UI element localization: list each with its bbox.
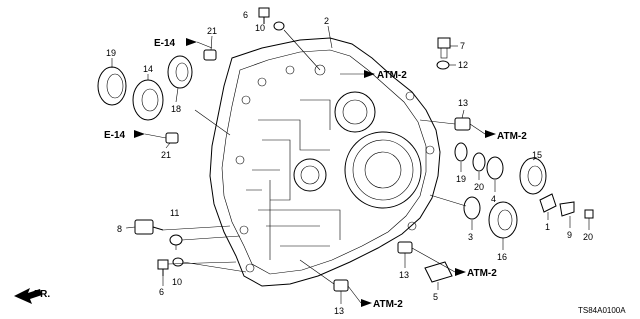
callout-21-left: 21	[161, 150, 171, 160]
bolt-6-bottom	[157, 259, 169, 276]
ref-atm2-top: ATM-2	[377, 70, 407, 81]
callout-9: 9	[567, 230, 572, 240]
callout-5: 5	[433, 292, 438, 302]
bearing-14	[132, 79, 164, 121]
dowel-pin-13-right	[454, 117, 471, 131]
callout-20: 20	[583, 232, 593, 242]
callout-13-right: 13	[458, 98, 468, 108]
callout-1: 1	[545, 222, 550, 232]
clip-1	[539, 193, 557, 213]
callout-19-a: 19	[456, 174, 466, 184]
callout-14: 14	[143, 64, 153, 74]
oil-seal-19-a	[454, 142, 468, 162]
plug-7	[437, 37, 451, 59]
callout-labels: 2 6 10 21 19 14 18 21 7 12 13 15 19 20 4…	[106, 10, 593, 316]
washer-12	[436, 60, 450, 70]
washer-10-top	[273, 21, 285, 31]
callout-6-bottom: 6	[159, 287, 164, 297]
washer-11	[169, 234, 183, 246]
shim-4	[486, 156, 504, 180]
ref-atm2-middle: ATM-2	[467, 268, 497, 279]
callout-2: 2	[324, 16, 329, 26]
callout-10-top: 10	[255, 23, 265, 33]
washer-10-bottom	[172, 257, 184, 267]
gear-16	[488, 201, 518, 239]
callout-17: 18	[171, 104, 181, 114]
diagram-code: TS84A0100A	[578, 306, 626, 315]
reference-arrows	[134, 38, 496, 307]
dowel-pin-21-top	[203, 49, 217, 61]
callout-3: 3	[468, 232, 473, 242]
callout-15: 15	[532, 150, 542, 160]
oil-seal-18	[97, 66, 127, 106]
dowel-pin-21-left	[165, 132, 179, 144]
oil-seal-17	[167, 55, 193, 89]
callout-6-top: 6	[243, 10, 248, 20]
leader-lines	[111, 25, 590, 304]
callout-4: 4	[491, 194, 496, 204]
ref-e14-left: E-14	[104, 130, 126, 141]
callout-13-bottom: 13	[334, 306, 344, 316]
reference-labels: E-14 E-14 ATM-2 ATM-2 ATM-2 ATM-2 FR.	[34, 38, 527, 310]
callout-13-middle: 13	[399, 270, 409, 280]
bearing-15	[519, 157, 547, 195]
front-direction-label: FR.	[34, 289, 50, 300]
bracket-9	[559, 201, 575, 217]
callout-21-top: 21	[207, 26, 217, 36]
callout-7: 7	[460, 41, 465, 51]
callout-18: 19	[106, 48, 116, 58]
callout-16: 16	[497, 252, 507, 262]
callout-12: 12	[458, 60, 468, 70]
oil-seal-19-b	[472, 152, 486, 172]
callout-11: 11	[170, 208, 179, 218]
front-direction-arrow	[14, 288, 42, 304]
plate-3	[463, 196, 481, 220]
transmission-housing	[209, 37, 441, 287]
sensor-8	[134, 219, 164, 235]
ref-e14-top: E-14	[154, 38, 176, 49]
ref-atm2-bottom: ATM-2	[373, 299, 403, 310]
bolt-6-top	[258, 7, 270, 24]
cover-plate-5	[424, 261, 453, 283]
callout-8: 8	[117, 224, 122, 234]
dowel-pin-13-bottom	[333, 279, 349, 292]
bolt-20	[584, 209, 594, 219]
callout-10-bottom: 10	[172, 277, 182, 287]
dowel-pin-13-middle	[397, 241, 413, 254]
callout-19-b: 20	[474, 182, 484, 192]
ref-atm2-upper: ATM-2	[497, 131, 527, 142]
